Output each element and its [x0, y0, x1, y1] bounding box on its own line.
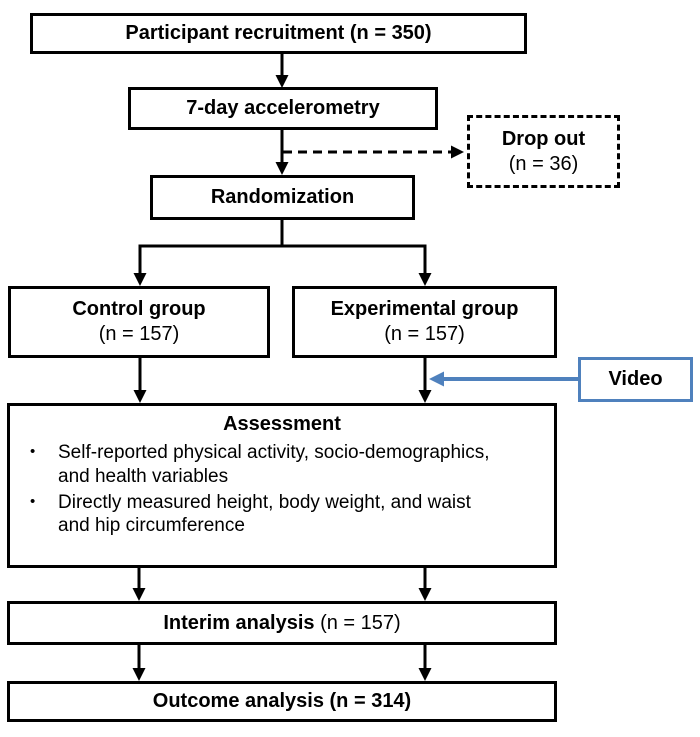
arrow-assessment-to-interim-right [418, 568, 432, 601]
node-assessment: Assessment • Self-reported physical acti… [7, 403, 557, 568]
bullet-icon: • [30, 443, 36, 460]
arrow-recruitment-to-accelerometry [275, 54, 289, 88]
node-drop-out: Drop out (n = 36) [467, 115, 620, 188]
assessment-title: Assessment [223, 413, 341, 435]
control-group-title: Control group [72, 298, 206, 320]
node-experimental-group: Experimental group (n = 157) [292, 286, 557, 358]
interim-analysis-title: Interim analysis [163, 611, 315, 634]
list-item: • Self-reported physical activity, socio… [30, 441, 554, 489]
node-control-group: Control group (n = 157) [8, 286, 270, 358]
drop-out-title: Drop out [501, 127, 586, 150]
arrow-interim-to-outcome-right [418, 645, 432, 681]
interim-analysis-count: (n = 157) [320, 611, 401, 634]
node-participant-recruitment: Participant recruitment (n = 350) [30, 13, 527, 54]
arrow-video-to-experimental [429, 371, 578, 387]
drop-out-count: (n = 36) [508, 152, 579, 175]
assessment-bullet-list: • Self-reported physical activity, socio… [10, 437, 554, 538]
arrow-control-to-assessment [133, 358, 147, 403]
experimental-group-count: (n = 157) [384, 323, 465, 345]
node-interim-analysis: Interim analysis (n = 157) [7, 601, 557, 645]
arrow-experimental-to-assessment [418, 358, 432, 403]
node-randomization: Randomization [150, 175, 415, 220]
arrow-interim-to-outcome-left [132, 645, 146, 681]
arrow-accelerometry-to-randomization [275, 130, 289, 175]
node-7day-accelerometry: 7-day accelerometry [128, 87, 438, 130]
assessment-bullet-text: Self-reported physical activity, socio-d… [58, 442, 490, 487]
node-video: Video [578, 357, 693, 402]
bullet-icon: • [30, 492, 36, 510]
arrow-assessment-to-interim-left [132, 568, 146, 601]
assessment-bullet-text: Directly measured height, body weight, a… [58, 491, 471, 537]
experimental-group-title: Experimental group [330, 298, 519, 320]
list-item: • Directly measured height, body weight,… [30, 491, 554, 539]
node-outcome-analysis: Outcome analysis (n = 314) [7, 681, 557, 722]
arrow-randomization-split [133, 220, 432, 286]
control-group-count: (n = 157) [98, 323, 180, 345]
arrow-dashed-to-dropout [283, 145, 464, 159]
